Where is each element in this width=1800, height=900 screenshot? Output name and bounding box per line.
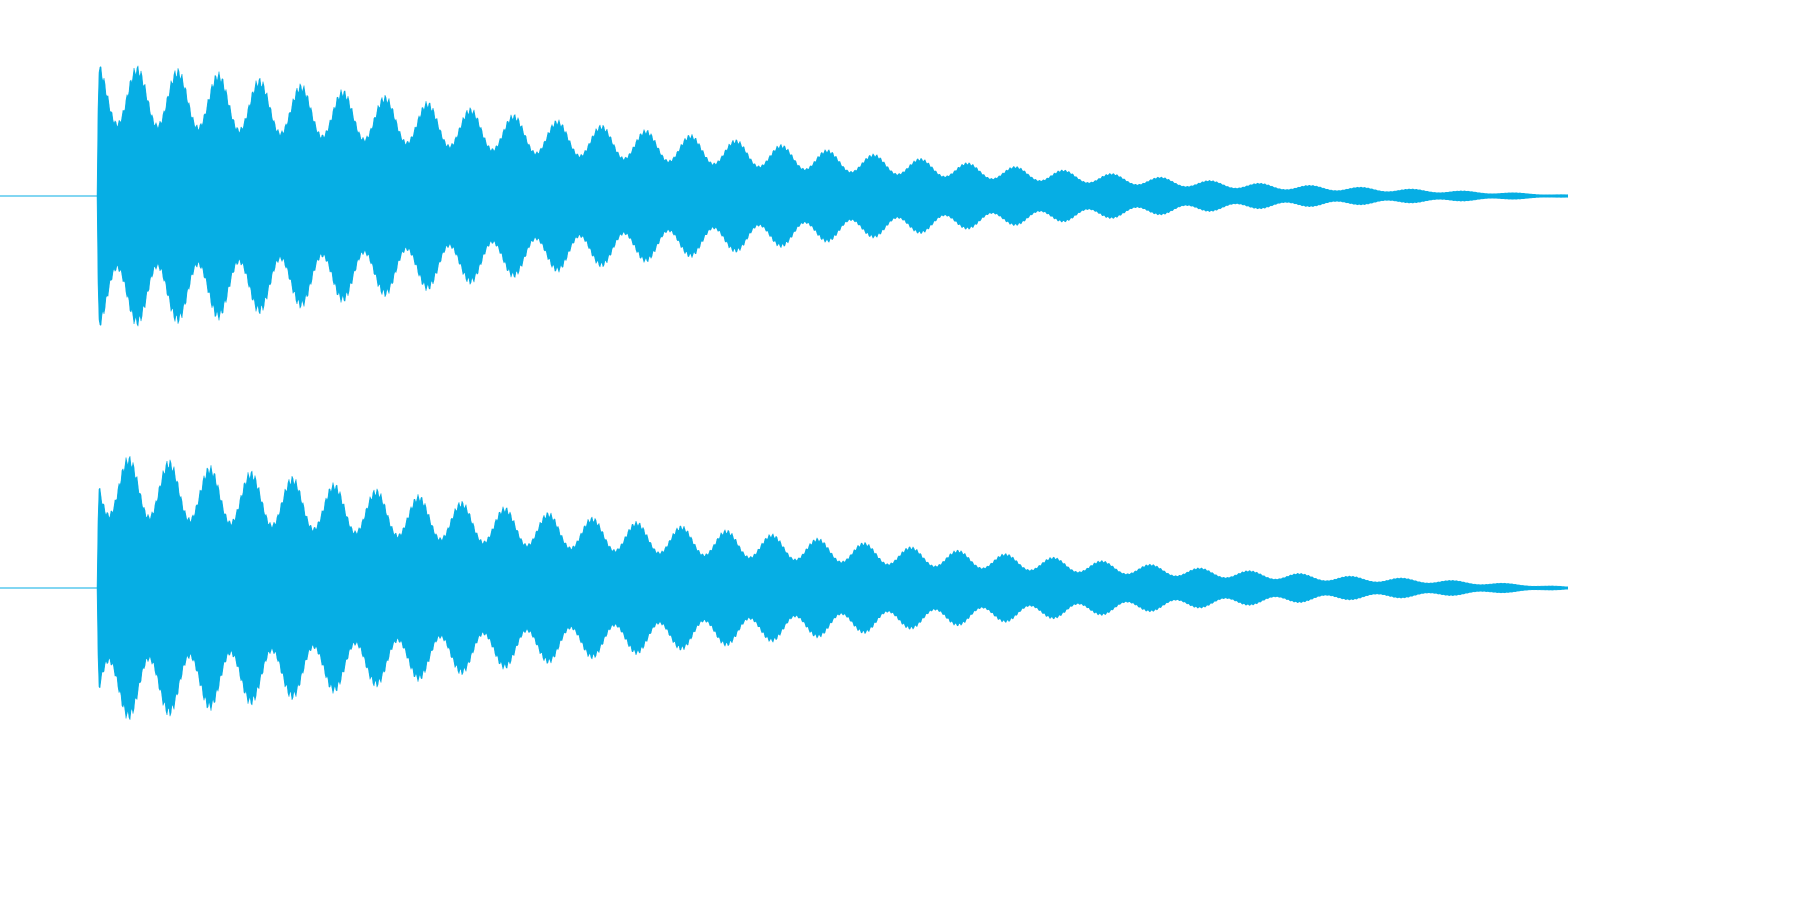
waveform-display: [0, 64, 1568, 721]
waveform-canvas: [0, 64, 1568, 721]
waveform-channel-2: [0, 455, 1568, 721]
waveform-channel-1: [0, 64, 1568, 328]
